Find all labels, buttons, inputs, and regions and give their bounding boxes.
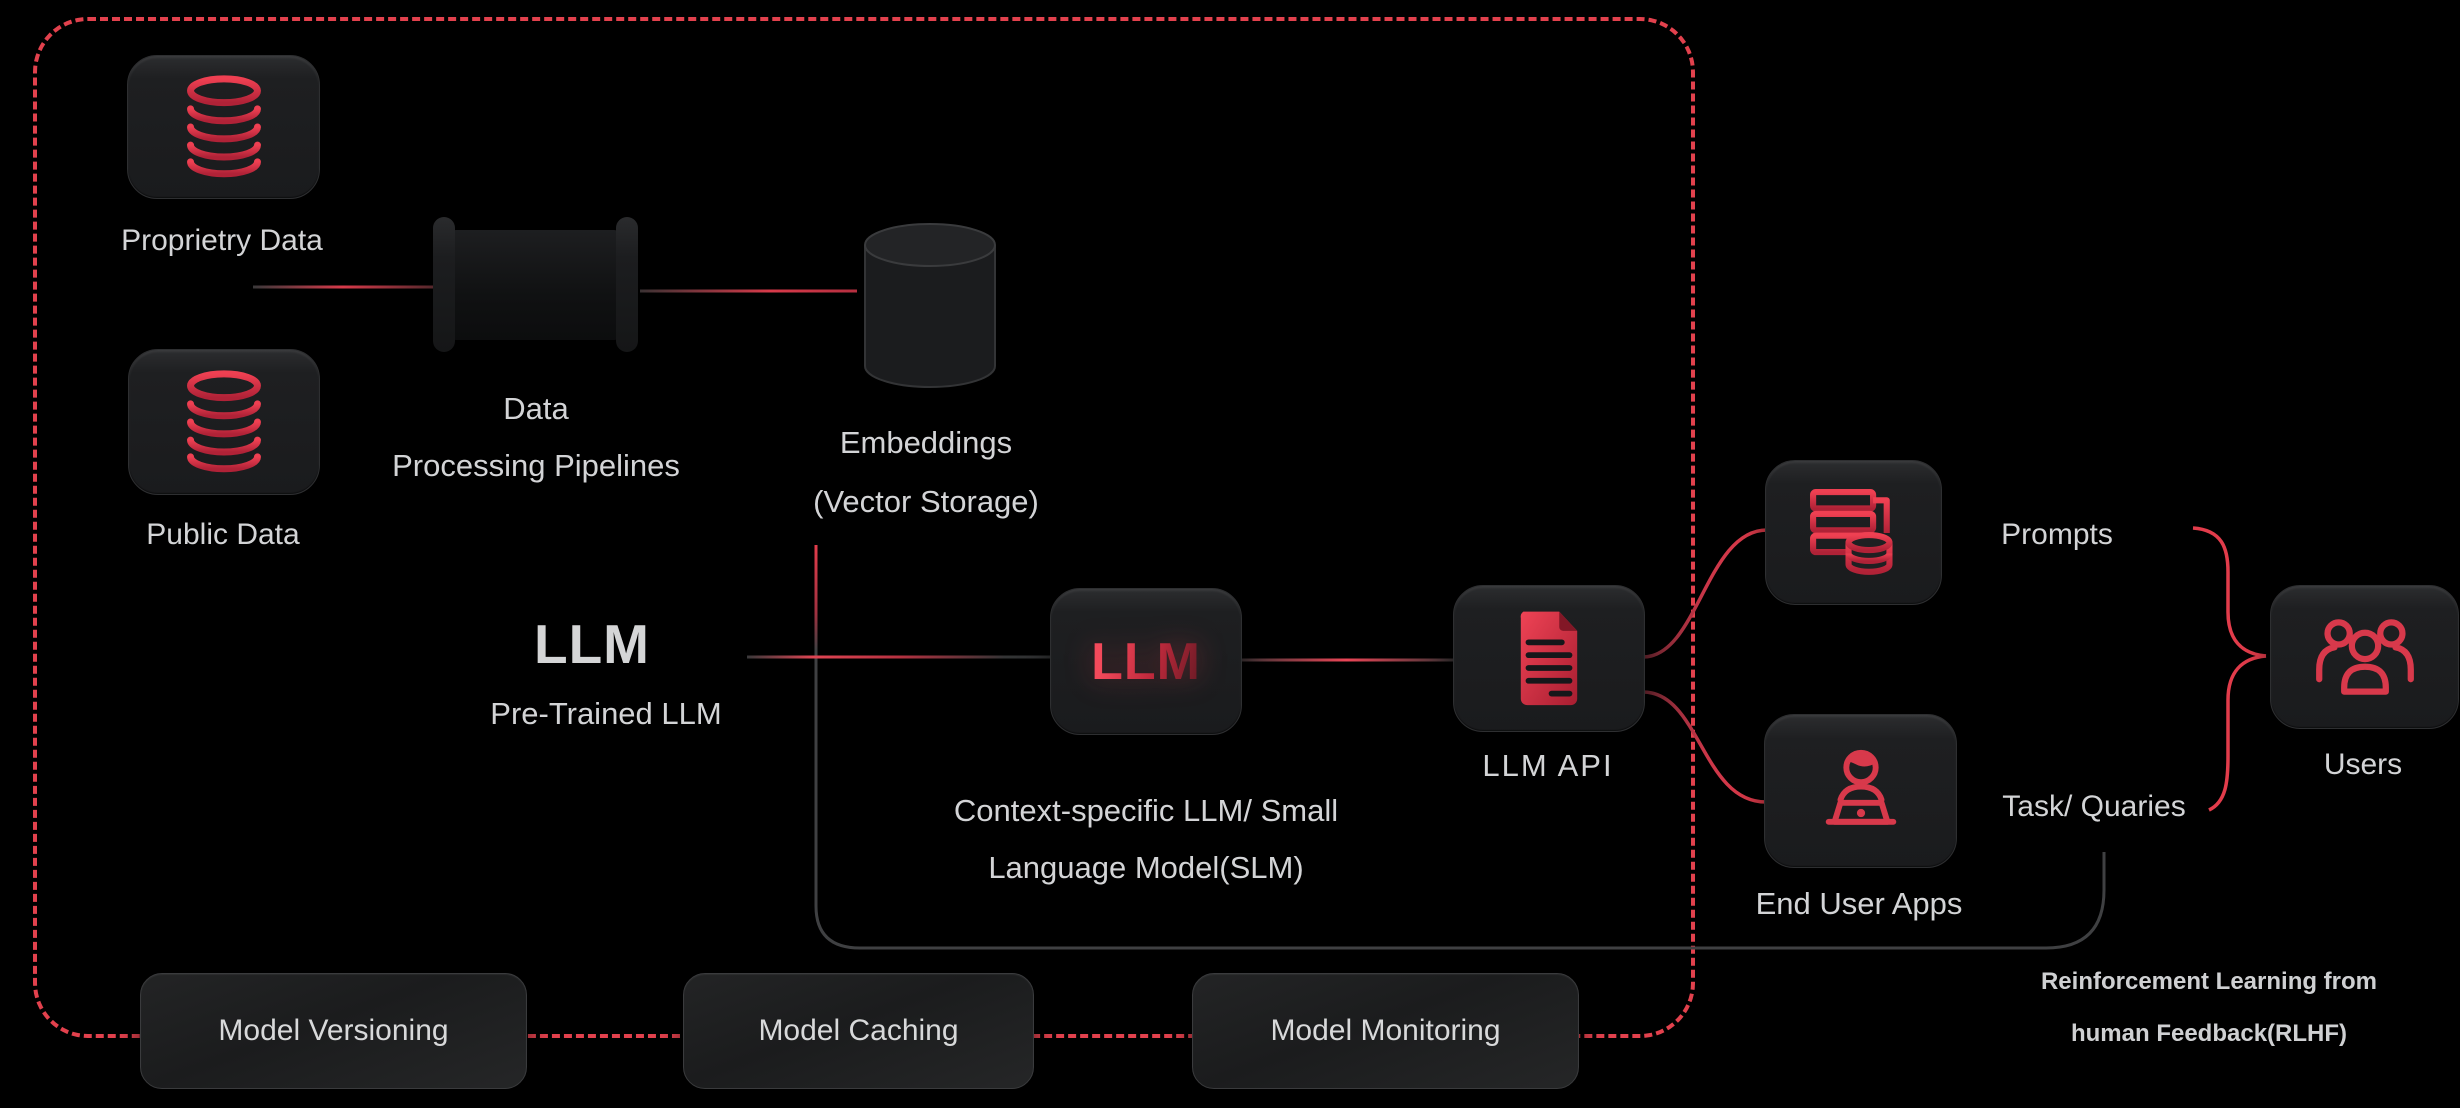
embeddings-label-line2: (Vector Storage) bbox=[813, 484, 1039, 519]
rlhf-annotation: Reinforcement Learning from human Feedba… bbox=[1984, 956, 2434, 1060]
data-processing-label: Data Processing Pipelines bbox=[331, 380, 741, 494]
vector-storage-cylinder-icon bbox=[864, 223, 996, 388]
prompt-library-icon bbox=[1809, 488, 1893, 575]
feedback-loop-line bbox=[814, 548, 2106, 950]
context-llm-label: Context-specific LLM/ Small Language Mod… bbox=[886, 782, 1406, 896]
context-llm-label-line2: Language Model(SLM) bbox=[988, 850, 1304, 885]
end-user-apps-label: End User Apps bbox=[1755, 886, 1963, 921]
database-icon bbox=[186, 75, 261, 178]
context-llm-node: LLM bbox=[1050, 588, 1242, 735]
public-data-label: Public Data bbox=[146, 518, 300, 551]
brace-prompts-to-users bbox=[2192, 526, 2267, 658]
brace-task-to-users bbox=[2208, 654, 2267, 812]
context-llm-label-line1: Context-specific LLM/ Small bbox=[953, 793, 1339, 828]
end-user-apps-node bbox=[1764, 714, 1957, 868]
pipeline-spool-bar-right bbox=[616, 217, 638, 352]
model-monitoring-button[interactable]: Model Monitoring bbox=[1192, 973, 1579, 1089]
model-caching-button[interactable]: Model Caching bbox=[683, 973, 1034, 1089]
data-processing-label-line2: Processing Pipelines bbox=[392, 448, 680, 483]
pretrained-llm-title: LLM bbox=[533, 613, 650, 675]
llm-api-label: LLM API bbox=[1482, 748, 1614, 783]
llm-red-logo-text: LLM bbox=[1091, 632, 1201, 691]
proprietary-data-label: Proprietry Data bbox=[121, 224, 323, 257]
prompts-node bbox=[1765, 460, 1942, 605]
edge-api-to-endUserApps bbox=[1642, 690, 1767, 804]
users-node bbox=[2270, 585, 2459, 729]
database-icon bbox=[187, 370, 261, 473]
users-group-icon bbox=[2315, 619, 2414, 695]
public-data-node bbox=[128, 349, 320, 495]
llm-api-node bbox=[1453, 585, 1645, 732]
proprietary-data-node bbox=[127, 55, 320, 199]
model-versioning-button[interactable]: Model Versioning bbox=[140, 973, 527, 1089]
task-quaries-label: Task/ Quaries bbox=[2002, 790, 2186, 823]
person-laptop-icon bbox=[1825, 749, 1896, 825]
embeddings-label-line1: Embeddings bbox=[839, 425, 1013, 460]
prompts-label: Prompts bbox=[2001, 518, 2113, 551]
rlhf-annotation-line1: Reinforcement Learning from bbox=[2040, 968, 2378, 995]
edge-api-to-prompts bbox=[1642, 528, 1768, 659]
pipeline-spool-bar-left bbox=[433, 217, 455, 352]
embeddings-label: Embeddings (Vector Storage) bbox=[726, 413, 1126, 531]
pretrained-llm-subtitle: Pre-Trained LLM bbox=[490, 696, 722, 731]
document-icon bbox=[1520, 611, 1578, 705]
data-processing-label-line1: Data bbox=[503, 391, 569, 426]
pipeline-spool-body bbox=[450, 230, 620, 340]
users-label: Users bbox=[2323, 748, 2403, 781]
rlhf-annotation-line2: human Feedback(RLHF) bbox=[2070, 1020, 2348, 1047]
